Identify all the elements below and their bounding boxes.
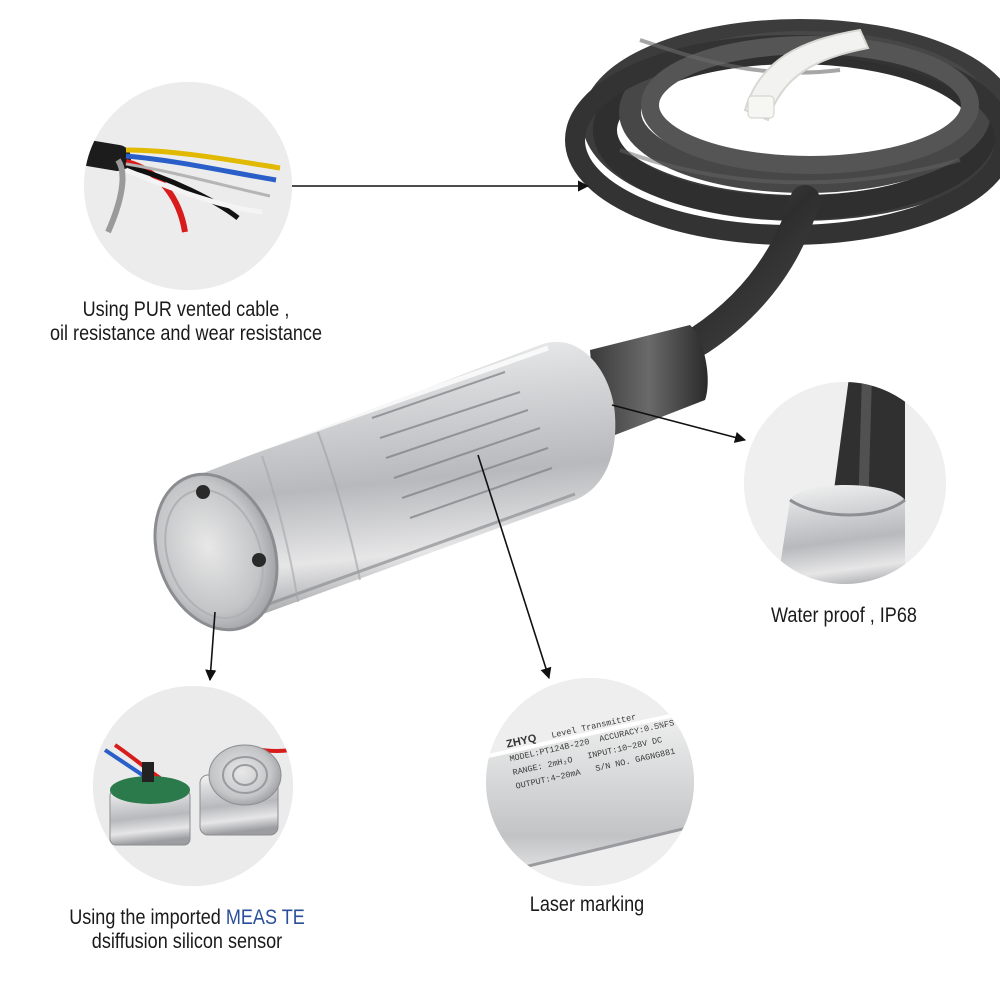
caption-cable-line1: Using PUR vented cable , <box>82 298 290 321</box>
caption-waterproof: Water proof , IP68 <box>715 604 973 628</box>
caption-sensor-prefix: Using the imported <box>69 906 226 929</box>
callout-arrows <box>205 180 747 682</box>
caption-sensor: Using the imported MEAS TE dsiffusion si… <box>15 906 359 954</box>
marking-detail-circle <box>486 678 694 886</box>
caption-sensor-line2: dsiffusion silicon sensor <box>91 930 283 953</box>
caption-waterproof-line1: Water proof , IP68 <box>771 604 917 627</box>
caption-marking: Laser marking <box>458 893 716 917</box>
cable-tie <box>743 28 870 122</box>
sensor-body <box>185 341 616 628</box>
vent-hole <box>252 553 266 567</box>
sensor-end-cap <box>153 472 279 632</box>
caption-cable: Using PUR vented cable , oil resistance … <box>14 298 358 346</box>
arrow-waterproof <box>611 404 747 443</box>
meas-te-brand: MEAS TE <box>225 906 305 929</box>
caption-marking-line1: Laser marking <box>529 893 645 916</box>
arrow-marking <box>477 454 552 680</box>
caption-sensor-line1: Using the imported MEAS TE <box>15 906 359 930</box>
vent-hole <box>196 485 210 499</box>
caption-cable-line2: oil resistance and wear resistance <box>49 322 323 345</box>
waterproof-detail-circle <box>744 382 946 584</box>
sensor-detail-circle <box>93 686 293 886</box>
arrow-sensor <box>205 611 217 682</box>
cable-tie-head <box>747 95 775 119</box>
cable-detail-circle <box>84 82 292 290</box>
